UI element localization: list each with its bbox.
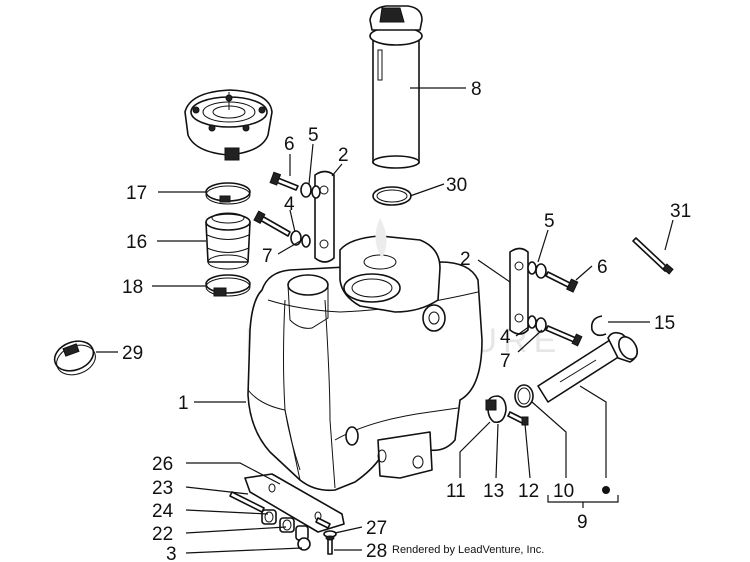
- hose-clamp-assembly[interactable]: [485, 395, 507, 424]
- right-upper-bolt[interactable]: [545, 271, 579, 293]
- callout-17[interactable]: 17: [126, 183, 147, 204]
- render-credit: Rendered by LeadVenture, Inc.: [392, 544, 544, 556]
- left-upper-bolt[interactable]: [269, 171, 299, 191]
- callout-6[interactable]: 6: [597, 257, 608, 278]
- callout-15[interactable]: 15: [654, 313, 675, 334]
- callout-labels: 8 30 6 5 2 17 4 7 16 18 31 5 2 6 15 4 7 …: [122, 79, 691, 562]
- callout-28[interactable]: 28: [366, 541, 387, 562]
- lower-mounting-bracket[interactable]: [244, 473, 345, 533]
- filler-hose-coupling[interactable]: [205, 212, 251, 270]
- left-upper-washer[interactable]: [300, 182, 312, 198]
- callout-24[interactable]: 24: [152, 501, 174, 522]
- vent-tube[interactable]: [632, 237, 674, 275]
- callout-2[interactable]: 2: [460, 249, 471, 270]
- left-lower-bolt[interactable]: [253, 210, 291, 237]
- callout-5[interactable]: 5: [308, 125, 319, 146]
- callout-4[interactable]: 4: [500, 327, 511, 348]
- callout-10[interactable]: 10: [553, 481, 574, 502]
- right-upper-washer[interactable]: [527, 261, 537, 275]
- callout-1[interactable]: 1: [178, 393, 189, 414]
- callout-4[interactable]: 4: [284, 194, 295, 215]
- callout-5[interactable]: 5: [544, 211, 555, 232]
- callout-2[interactable]: 2: [338, 145, 349, 166]
- bracket-fastener[interactable]: [297, 517, 337, 555]
- callout-18[interactable]: 18: [122, 277, 143, 298]
- callout-3[interactable]: 3: [166, 544, 177, 562]
- lower-hose-clamp[interactable]: [205, 274, 251, 297]
- upper-hose-clamp[interactable]: [205, 182, 251, 205]
- callout-leader-lines: [96, 87, 674, 554]
- callout-9[interactable]: 9: [577, 512, 588, 533]
- right-mounting-bracket[interactable]: [509, 247, 529, 335]
- callout-7[interactable]: 7: [500, 351, 511, 372]
- bracket-spacers[interactable]: [261, 509, 309, 541]
- right-lower-bolt[interactable]: [545, 325, 583, 347]
- callout-22[interactable]: 22: [152, 524, 173, 545]
- fuel-pump-flange[interactable]: [184, 89, 273, 161]
- callout-29[interactable]: 29: [122, 343, 143, 364]
- callout-12[interactable]: 12: [518, 481, 539, 502]
- callout-26[interactable]: 26: [152, 454, 173, 475]
- retaining-clip[interactable]: [590, 315, 607, 337]
- callout-dot: [602, 486, 610, 494]
- clamp-screw[interactable]: [507, 411, 529, 426]
- callout-6[interactable]: 6: [284, 134, 295, 155]
- callout-16[interactable]: 16: [126, 232, 147, 253]
- large-hose-clamp[interactable]: [50, 336, 99, 380]
- callout-13[interactable]: 13: [483, 481, 504, 502]
- callout-8[interactable]: 8: [471, 79, 482, 100]
- fuel-tank[interactable]: [247, 218, 483, 492]
- fuel-outlet-fitting[interactable]: [537, 331, 641, 403]
- fuel-level-sender[interactable]: [369, 5, 423, 169]
- callout-27[interactable]: 27: [366, 518, 387, 539]
- callout-7[interactable]: 7: [262, 246, 273, 267]
- left-mounting-bracket[interactable]: [314, 170, 335, 263]
- callout-11[interactable]: 11: [446, 481, 466, 502]
- callout-30[interactable]: 30: [446, 175, 467, 196]
- callout-31[interactable]: 31: [670, 201, 691, 222]
- callout-23[interactable]: 23: [152, 478, 173, 499]
